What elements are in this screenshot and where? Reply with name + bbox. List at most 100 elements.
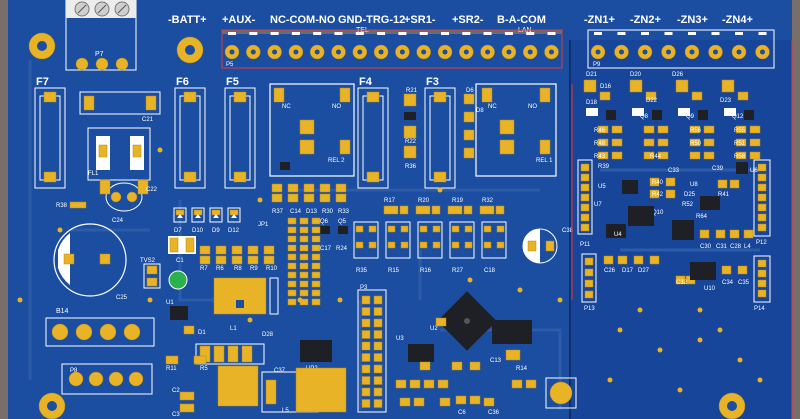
terminal-tab <box>594 32 602 35</box>
relay2-no-label: NO <box>332 104 341 110</box>
label-r20: R20 <box>418 198 430 204</box>
ic-u2-mcu: U2 <box>430 291 497 351</box>
opto-pad <box>368 225 377 233</box>
terminal-pad-hole <box>713 49 718 55</box>
smd-pad <box>721 265 732 275</box>
label-zn2: -ZN2+ <box>630 14 661 26</box>
via <box>17 297 23 303</box>
zone-resistor-pad <box>703 125 715 134</box>
fuse-pads <box>43 91 447 183</box>
header-pad <box>361 399 371 408</box>
smd-pad <box>419 361 431 371</box>
connector-p12: P12 <box>753 159 771 246</box>
relay2-ref-label: REL 2 <box>328 158 345 164</box>
label-c35: C35 <box>738 280 750 286</box>
label-r41: R41 <box>718 192 730 198</box>
via <box>257 197 263 203</box>
label-tvs2: TVS2 <box>140 258 156 264</box>
header-pad <box>757 213 767 222</box>
relay1-nc-label: NC <box>488 104 497 110</box>
header-pad <box>580 223 590 232</box>
label-c28: C28 <box>730 244 742 250</box>
resistor-row-labels: R7 R6 R8 R9 R10 <box>200 266 278 272</box>
connector-p8: P8 <box>61 363 153 395</box>
via <box>637 307 643 313</box>
smd-pad <box>287 235 297 243</box>
label-r19: R19 <box>452 198 464 204</box>
opto-pad <box>464 241 473 249</box>
resistor-pad <box>231 245 243 255</box>
zone-input-grid <box>583 79 761 285</box>
zone-diode-body <box>632 108 644 116</box>
zone-diode-pad <box>629 79 643 93</box>
label-zn4: -ZN4+ <box>722 14 753 26</box>
optocoupler-outline <box>385 221 411 259</box>
label-r64: R64 <box>696 214 708 220</box>
terminal-pad-hole <box>595 49 601 55</box>
label-zn1: -ZN1+ <box>584 14 615 26</box>
smd-pad <box>717 179 728 189</box>
smd-pad <box>311 262 321 270</box>
via <box>657 347 663 353</box>
tvs-area: TVS2 C1 <box>140 236 196 290</box>
zone-pad <box>645 91 657 101</box>
label-c26: C26 <box>604 268 616 274</box>
smd-pad <box>311 244 321 252</box>
label-r44: R44 <box>650 154 662 160</box>
opto-pad <box>400 225 409 233</box>
terminal-pad-hole <box>229 49 235 55</box>
terminal-tab <box>228 32 236 35</box>
opto-pad <box>419 241 428 249</box>
smd-pad <box>303 183 315 193</box>
resistor-pad <box>263 255 275 265</box>
label-c14: C14 <box>290 209 302 215</box>
zone-resistor-pad <box>689 151 701 160</box>
label-u4: U4 <box>614 232 622 238</box>
smd-pad <box>287 217 297 225</box>
power-section: UP1 D28 L1 L5 <box>195 277 319 414</box>
zone-transistor <box>744 110 754 120</box>
terminal-p9-pads <box>590 32 770 60</box>
header-pad <box>361 307 371 316</box>
keepout-lines <box>221 29 793 419</box>
terminal-header-labels: -BATT+ +AUX- NC-COM-NO GND-TRG-12 +SR1- … <box>168 14 753 34</box>
resistor-pad <box>231 255 243 265</box>
zone-diode-body <box>724 108 736 116</box>
label-c2: C2 <box>172 388 180 394</box>
opto-pad <box>355 225 364 233</box>
via <box>147 297 153 303</box>
zone-resistor-pad <box>611 125 623 134</box>
zone-resistor-pad <box>689 138 701 147</box>
smd-pad <box>715 229 726 239</box>
terminal-pad-hole <box>736 49 742 55</box>
filter-area: C21 FL1 C22 C24 R38 <box>56 91 161 224</box>
resistor-pad <box>263 245 275 255</box>
terminal-tab <box>249 32 258 35</box>
ic-up2: UP2 C37 <box>274 340 347 413</box>
smd-pad <box>729 179 740 189</box>
via <box>757 377 763 383</box>
relay1-no-label: NO <box>528 104 537 110</box>
label-p12: P12 <box>756 240 767 246</box>
label-q10: Q10 <box>652 210 664 216</box>
smd-pad <box>311 280 321 288</box>
label-r22: R36 <box>405 164 417 170</box>
terminal-pad-hole <box>549 49 554 55</box>
zone-diode-body <box>678 108 690 116</box>
zone-transistor <box>698 110 708 120</box>
resistor-pad <box>247 255 259 265</box>
label-c21: C21 <box>142 117 154 123</box>
led-outline <box>173 207 187 223</box>
smd-pad <box>287 289 297 297</box>
connector-p3-pads <box>361 295 383 408</box>
header-pad <box>361 364 371 374</box>
smd-pad <box>395 379 407 389</box>
label-r32: R32 <box>482 198 494 204</box>
smd-pad <box>437 379 449 389</box>
smd-pad <box>737 265 748 275</box>
terminal-tab <box>377 32 386 35</box>
label-d7: D7 <box>174 228 182 234</box>
label-r38: R38 <box>56 203 68 209</box>
via <box>557 297 563 303</box>
